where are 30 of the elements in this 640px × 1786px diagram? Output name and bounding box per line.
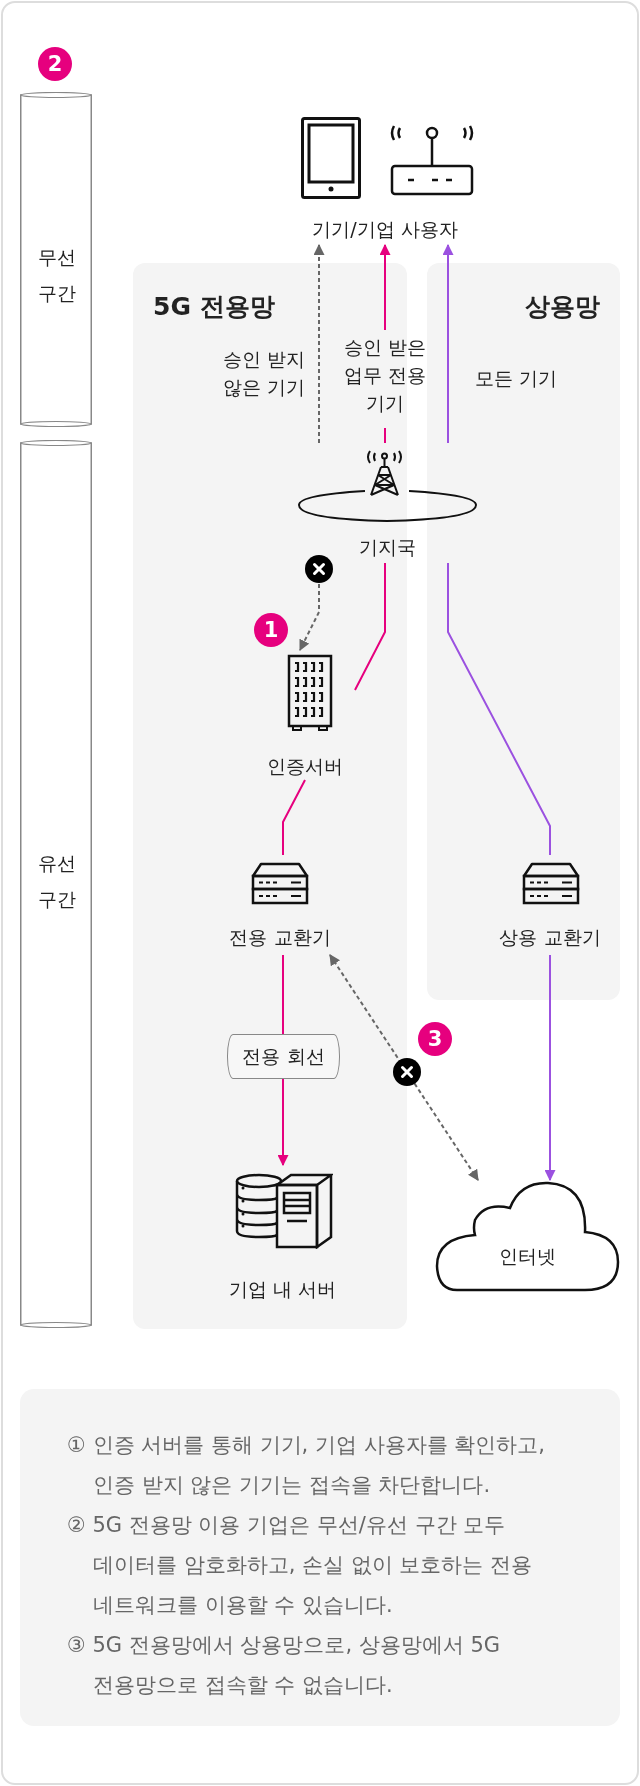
blocked-connector	[329, 954, 479, 1181]
note-text: ① 인증 서버를 통해 기기, 기업 사용자를 확인하고, 인증 받지 않은 기기는 접속을 차단합니다.	[67, 1432, 546, 1499]
callout-number: 3	[418, 1022, 452, 1056]
node-label: 상용 교환기	[498, 925, 602, 950]
note-text: ② 5G 전용망 이용 기업은 무선/유선 구간 모두 데이터를 암호화하고, 손실 없이 보호하는 전용 네트워크를 이용할 수 있습니다.	[67, 1512, 534, 1619]
panel-title: 5G 전용망	[153, 291, 276, 323]
node-label: 기기/기업 사용자	[311, 217, 459, 242]
panel-title: 상용망	[525, 291, 600, 323]
connector-arrow	[442, 243, 454, 444]
blocked-connector	[299, 555, 333, 651]
section-band	[20, 92, 92, 427]
band-label: 무선 구간	[38, 245, 74, 306]
cable-label: 전용 회선	[227, 1034, 340, 1079]
node-label: 인증서버	[266, 754, 344, 779]
connector-arrow	[313, 243, 325, 444]
edge-label: 승인 받지 않은 기기	[221, 347, 305, 400]
node-label: 전용 교환기	[228, 925, 332, 950]
callout-number: 2	[38, 47, 72, 81]
node-label: 기업 내 서버	[227, 1277, 338, 1302]
edge-label: 승인 받은 업무 전용 기기	[342, 335, 427, 416]
note-text: ③ 5G 전용망에서 상용망으로, 상용망에서 5G 전용망으로 접속할 수 없습니다.	[67, 1632, 502, 1699]
connector-arrow	[277, 954, 289, 1167]
edge-label: 모든 기기	[475, 366, 559, 391]
connector-arrow	[379, 243, 391, 444]
network-panel	[427, 263, 620, 1000]
connector-arrow	[544, 954, 556, 1182]
section-band	[20, 440, 92, 1328]
band-label: 유선 구간	[38, 851, 74, 912]
node-label: 기지국	[358, 535, 417, 560]
cloud-label: 인터넷	[498, 1244, 557, 1269]
